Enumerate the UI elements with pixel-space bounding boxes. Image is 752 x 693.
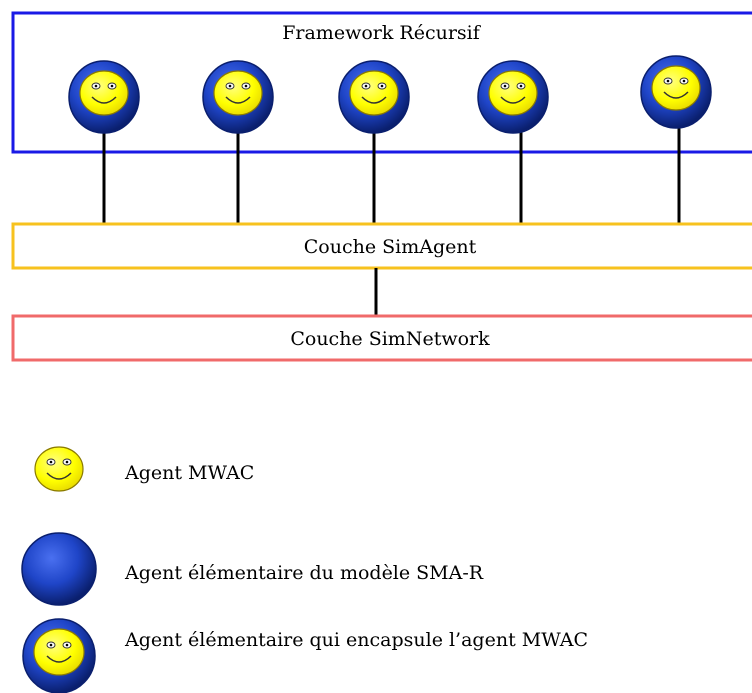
legend-label: Agent élémentaire du modèle SMA-R [124, 562, 484, 584]
legend: Agent MWAC Agent élémentaire du modèle S… [21, 446, 588, 693]
legend-item-sma-r: Agent élémentaire du modèle SMA-R [21, 532, 484, 606]
legend-item-mwac: Agent MWAC [34, 446, 254, 492]
simnetwork-layer-label: Couche SimNetwork [290, 328, 490, 350]
framework-title: Framework Récursif [282, 22, 482, 44]
agent-connectors [102, 125, 681, 224]
encapsulated-agent-icon [640, 55, 712, 129]
simagent-layer-label: Couche SimAgent [304, 236, 477, 258]
legend-item-encapsulated: Agent élémentaire qui encapsule l’agent … [22, 618, 588, 693]
encapsulated-agent-icon [338, 60, 410, 134]
blue-sphere-icon [21, 532, 97, 606]
simnetwork-layer: Couche SimNetwork [11, 314, 752, 362]
encapsulated-agent-icon [68, 60, 140, 134]
simagent-layer: Couche SimAgent [11, 222, 752, 270]
encapsulated-agent-icon [22, 618, 96, 693]
framework-agents [68, 55, 712, 134]
encapsulated-agent-icon [202, 60, 274, 134]
legend-label: Agent MWAC [124, 462, 254, 484]
encapsulated-agent-icon [477, 60, 549, 134]
legend-label: Agent élémentaire qui encapsule l’agent … [124, 629, 588, 651]
smiley-icon [34, 446, 84, 492]
